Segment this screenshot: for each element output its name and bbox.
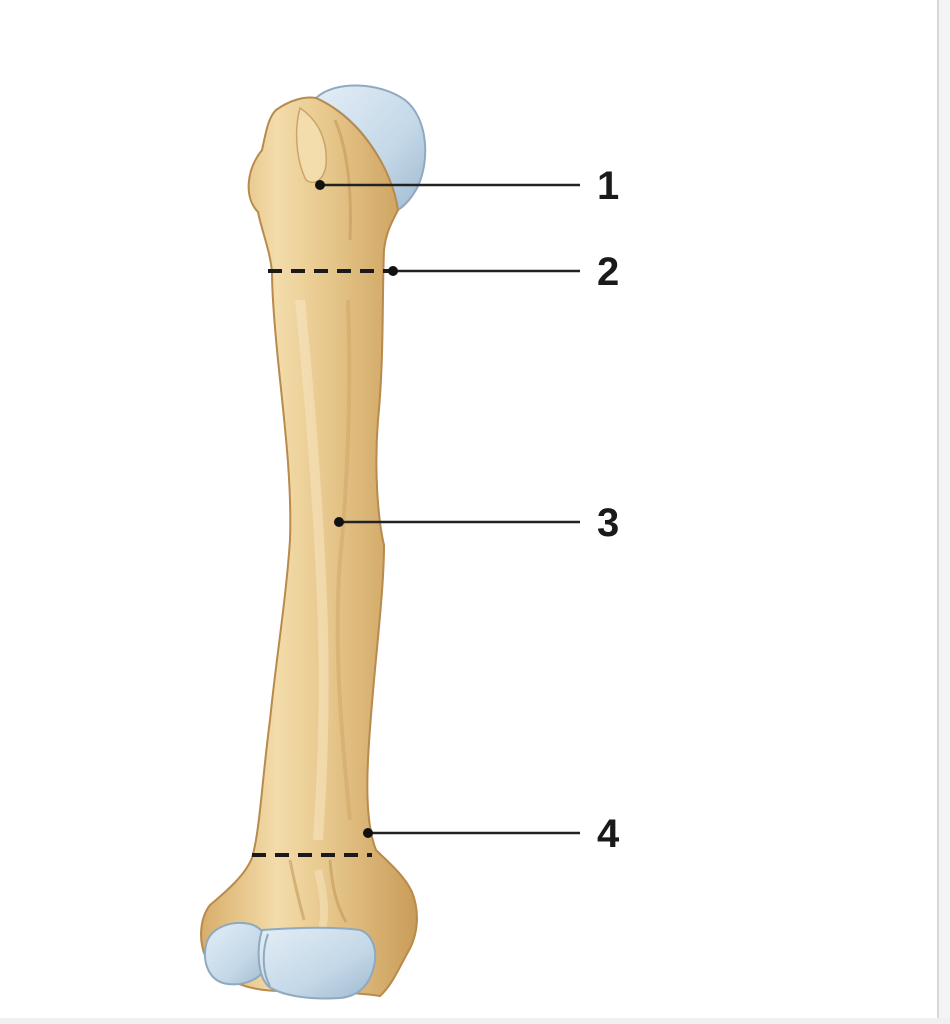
distal-highlight bbox=[314, 869, 329, 931]
frame-edge-bottom bbox=[0, 1018, 950, 1024]
trochlea-groove bbox=[262, 933, 271, 987]
shaft-shading-1 bbox=[295, 299, 329, 841]
callout-4-dot bbox=[363, 828, 373, 838]
callout-2-dot bbox=[388, 266, 398, 276]
distal-ridge-left bbox=[288, 859, 306, 921]
callout-4-label: 4 bbox=[597, 812, 620, 856]
distal-ridge-right bbox=[328, 859, 348, 923]
callout-3-label: 3 bbox=[597, 501, 620, 545]
frame-edge-right bbox=[937, 0, 950, 1024]
callout-1-dot bbox=[315, 180, 325, 190]
shaft-shading-2 bbox=[335, 299, 352, 821]
trochlea-cartilage bbox=[257, 926, 377, 1000]
callout-2-label: 2 bbox=[597, 250, 620, 294]
callout-3-dot bbox=[334, 517, 344, 527]
callout-1-label: 1 bbox=[597, 164, 620, 208]
intertubercular-groove bbox=[333, 119, 352, 241]
humerus-bone bbox=[200, 96, 418, 998]
